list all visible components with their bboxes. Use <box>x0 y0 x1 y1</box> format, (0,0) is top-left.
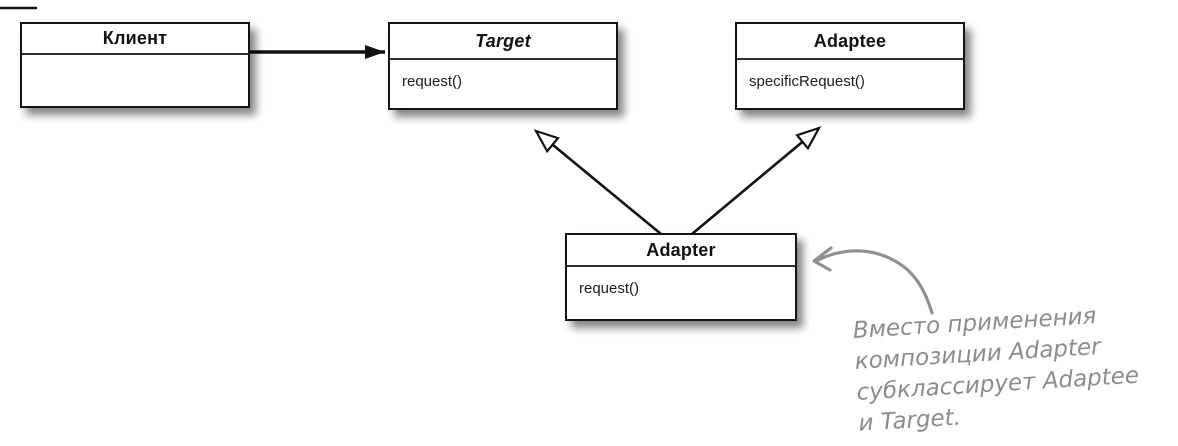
class-name-adapter: Adapter <box>567 235 795 267</box>
class-methods-client <box>22 55 248 68</box>
class-method-adaptee-specificrequest: specificRequest() <box>749 73 865 90</box>
inheritance-arrow-adapter-adaptee <box>691 128 819 235</box>
class-box-client: Клиент <box>20 22 250 108</box>
inheritance-arrow-adapter-target <box>536 131 662 236</box>
annotation-arrow <box>812 246 934 315</box>
class-name-client: Клиент <box>22 24 248 55</box>
class-box-target: Target request() <box>388 22 618 110</box>
class-method-target-request: request() <box>402 73 463 90</box>
handwritten-annotation: Вместо применения композиции Adapter суб… <box>852 296 1178 439</box>
class-name-adaptee: Adaptee <box>737 24 963 60</box>
class-box-adapter: Adapter request() <box>565 233 797 321</box>
class-method-adapter-request: request() <box>579 280 640 297</box>
class-name-target: Target <box>390 24 616 60</box>
class-box-adaptee: Adaptee specificRequest() <box>735 22 965 110</box>
